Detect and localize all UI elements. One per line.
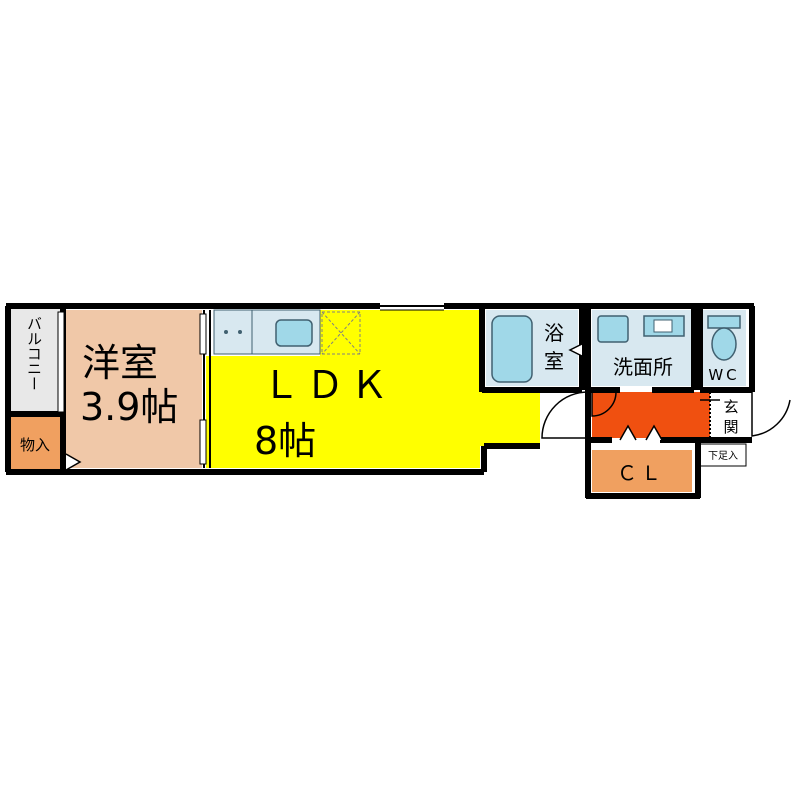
stove-burner-icon [224, 330, 228, 334]
fridge-cross-2 [321, 311, 361, 355]
closet-label: ＣＬ [617, 461, 665, 485]
shoe-box-label: 下足入 [708, 450, 738, 462]
balcony-window [57, 311, 207, 465]
entrance-label-1: 玄 [723, 398, 738, 416]
closet-area [592, 450, 692, 492]
bath-label-1: 浴 [544, 321, 564, 345]
wc-label: WC [708, 366, 739, 384]
fridge-cross-1 [321, 311, 361, 355]
ldk-area [206, 310, 540, 468]
western-room-area [66, 310, 202, 468]
door-swings [65, 343, 791, 471]
stove-burner-icon [238, 330, 242, 334]
toilet-tank-icon [707, 315, 741, 329]
ldk-label: ＬＤＫ [262, 363, 394, 407]
western-room-label: 洋室 [82, 341, 158, 385]
balcony-area [10, 308, 60, 412]
bathtub-icon [491, 315, 533, 383]
washroom-label: 洗面所 [613, 355, 673, 379]
kitchen-sink-icon [275, 319, 313, 347]
entrance-label-2: 関 [723, 418, 738, 436]
fridge-space [321, 311, 361, 355]
western-room-size: 3.9帖 [80, 385, 178, 429]
balcony-label: バルコニー [25, 316, 43, 391]
washing-machine-drum-icon [653, 319, 673, 333]
storage-label: 物入 [20, 436, 50, 454]
washbasin-icon [597, 315, 629, 343]
toilet-bowl-icon [711, 327, 737, 361]
storage-area [10, 416, 60, 470]
ldk-size: 8帖 [254, 419, 316, 463]
bath-label-2: 室 [544, 349, 564, 373]
walls [5, 303, 755, 499]
